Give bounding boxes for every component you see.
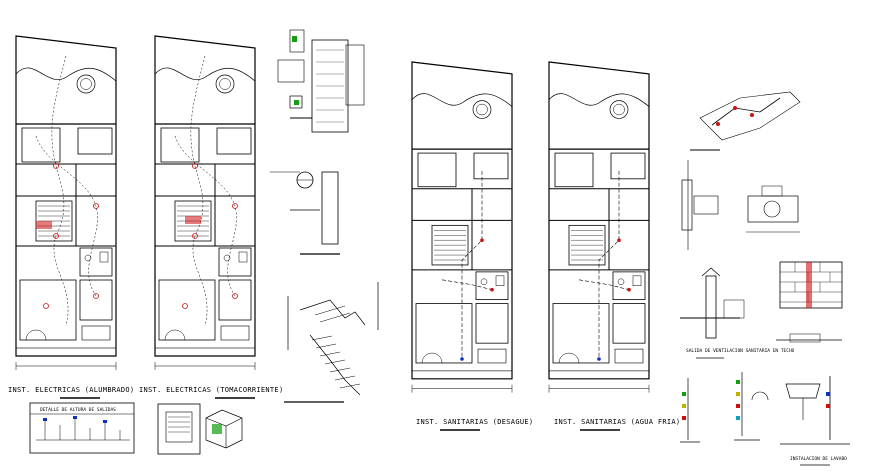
plan4-title: INST. SANITARIAS (AGUA FRIA) [554,418,680,426]
plan2-title: INST. ELECTRICAS (TOMACORRIENTE) [139,386,283,394]
detail-column-section [277,29,365,133]
detail-caja-3d [205,409,243,449]
plan-electricas-tomacorriente [154,35,256,371]
detail-muro-seccion [681,160,800,250]
ventilacion-title: SALIDA DE VENTILACION SANITARIA EN TECHO [686,348,795,354]
detail-tuberias-color [680,372,769,443]
detail-isometrico-tuberia [690,91,801,151]
lavabo-title: INSTALACION DE LAVABO [790,456,847,462]
legend-table-title: DETALLE DE ALTURA DE SALIDAS [40,407,116,413]
detail-muro-ladrillo [776,261,843,343]
detail-ventilacion-sanitaria: SALIDA DE VENTILACION SANITARIA EN TECHO [680,267,795,359]
detail-tablero [157,403,201,455]
detail-lavabo: INSTALACION DE LAVABO [780,376,850,466]
plan3-title: INST. SANITARIAS (DESAGUE) [416,418,533,426]
detail-escalera-isometrica [284,282,379,403]
plan-sanitarias-agua-fria [548,61,650,394]
plan-electricas-alumbrado [15,35,117,371]
plan-sanitarias-desague [411,61,513,394]
plan1-title: INST. ELECTRICAS (ALUMBRADO) [8,386,134,394]
detail-tuberia-circular [270,171,340,255]
legend-table-detail: DETALLE DE ALTURA DE SALIDAS [29,402,135,454]
